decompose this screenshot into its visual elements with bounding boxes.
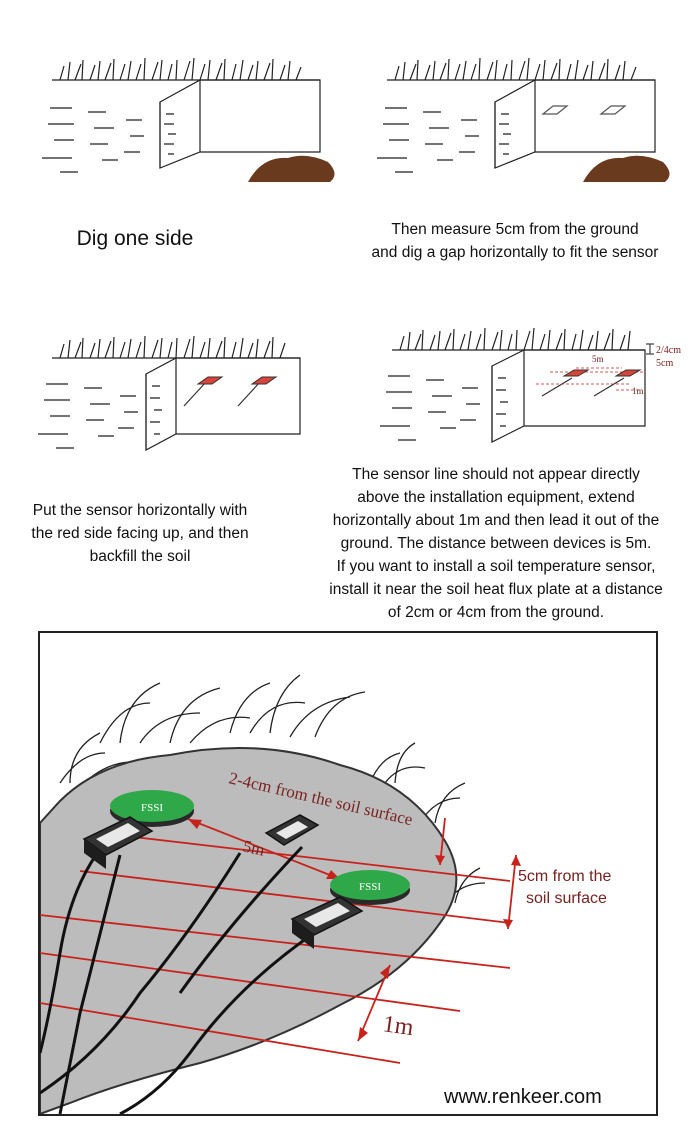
transmitter-icon — [290, 896, 364, 949]
step-4-caption-line: ground. The distance between devices is … — [340, 535, 652, 552]
step-4-depth-small-label: 2/4cm — [656, 345, 681, 356]
step-4-illustration: 2/4cm 5cm 5m 1m — [360, 310, 690, 460]
step-2-caption: Then measure 5cm from the ground and dig… — [340, 218, 690, 264]
plate-label: FSSI — [141, 802, 163, 814]
step-4-caption-line: If you want to install a soil temperatur… — [336, 558, 656, 575]
flux-depth-label-line1: 5cm from the — [518, 868, 611, 885]
step-4-caption-line: above the installation equipment, extend — [357, 489, 635, 506]
step-1-illustration — [30, 40, 340, 200]
step-1-caption: Dig one side — [76, 227, 194, 250]
step-4-caption-line: of 2cm or 4cm from the ground. — [387, 604, 605, 621]
step-2-illustration — [365, 40, 675, 200]
step-4-lead-label: 1m — [632, 386, 644, 396]
soil-pile-icon — [248, 155, 335, 182]
step-3-caption-line: backfill the soil — [89, 548, 191, 565]
step-4-depth-main-label: 5cm — [656, 358, 673, 369]
step-4-caption-line: horizontally about 1m and then lead it o… — [332, 512, 660, 529]
spacing-label: 5m — [241, 836, 266, 859]
installation-diagram: FSSI FSSI 2-4cm from the soil surface 5m… — [38, 631, 658, 1116]
step-4-caption-line: The sensor line should not appear direct… — [352, 466, 640, 483]
soil-pile-icon — [583, 155, 670, 182]
step-3-caption-line: the red side facing up, and then — [31, 525, 249, 542]
heat-flux-plate-icon: FSSI — [330, 870, 410, 905]
lead-distance-label: 1m — [381, 1011, 415, 1041]
flux-depth-label-line2: soil surface — [526, 890, 607, 907]
step-3-caption-line: Put the sensor horizontally with — [32, 502, 248, 519]
step-3-caption: Put the sensor horizontally with the red… — [5, 499, 275, 568]
soil-patch — [40, 747, 458, 1114]
temperature-sensor-icon — [264, 814, 320, 846]
step-4-spacing-label: 5m — [592, 354, 604, 364]
step-2-caption-line: Then measure 5cm from the ground — [391, 221, 639, 238]
transmitter-icon — [82, 816, 154, 869]
step-4-caption: The sensor line should not appear direct… — [300, 463, 692, 624]
website-url: www.renkeer.com — [443, 1086, 602, 1108]
step-3-illustration — [10, 318, 330, 468]
plate-label: FSSI — [359, 881, 381, 893]
step-2-caption-line: and dig a gap horizontally to fit the se… — [371, 244, 659, 261]
step-4-caption-line: install it near the soil heat flux plate… — [329, 581, 663, 598]
